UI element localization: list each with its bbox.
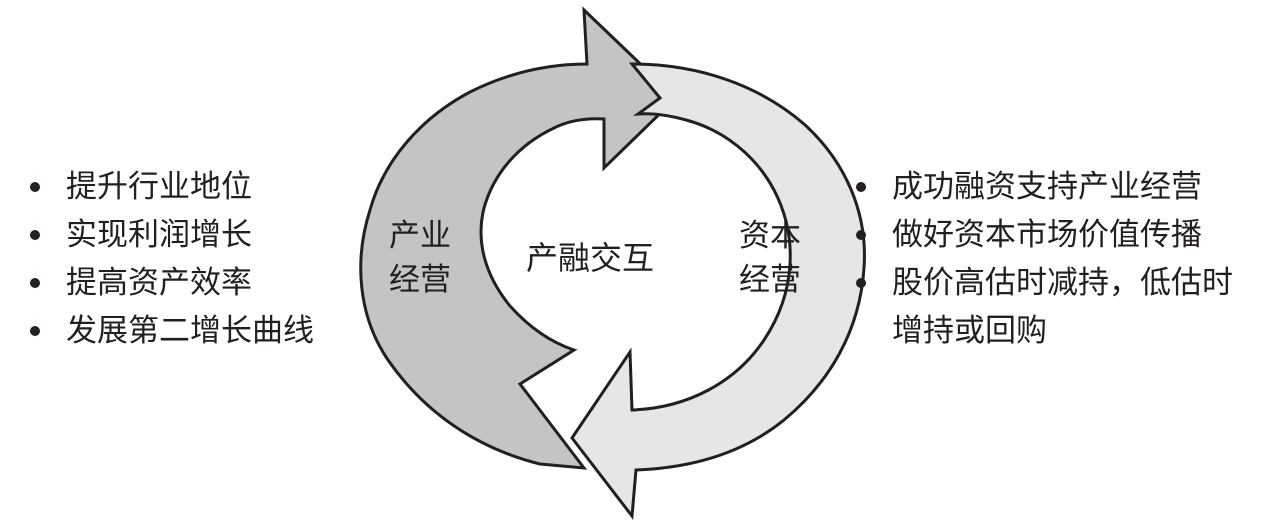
list-item: 提高资产效率 (26, 259, 314, 307)
industry-arrow (359, 6, 679, 470)
bullet-dot (30, 278, 40, 288)
industry-operation-label: 产业 经营 (389, 218, 451, 298)
capital-operation-label: 资本 经营 (739, 218, 801, 298)
bullet-dot (30, 326, 40, 336)
list-item: 成功融资支持产业经营 (852, 163, 1269, 211)
list-item: 实现利润增长 (26, 211, 314, 259)
bullet-dot (30, 230, 40, 240)
capital-arrow (570, 62, 866, 520)
center-label: 产融交互 (525, 239, 654, 277)
list-item: 股价高估时减持，低估时增持或回购 (852, 259, 1269, 355)
industry-benefits-list: 提升行业地位 实现利润增长 提高资产效率 发展第二增长曲线 (26, 163, 314, 355)
bullet-dot (856, 182, 866, 192)
capital-benefits-list: 成功融资支持产业经营 做好资本市场价值传播 股价高估时减持，低估时增持或回购 (852, 163, 1269, 355)
bullet-dot (856, 278, 866, 288)
bullet-dot (856, 230, 866, 240)
list-item: 做好资本市场价值传播 (852, 211, 1269, 259)
bullet-dot (30, 182, 40, 192)
list-item: 提升行业地位 (26, 163, 314, 211)
list-item: 发展第二增长曲线 (26, 307, 314, 355)
